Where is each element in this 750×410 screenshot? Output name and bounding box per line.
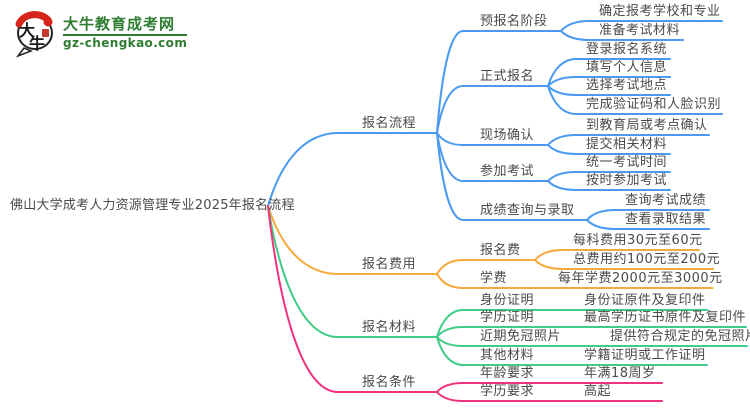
connector-line	[436, 132, 464, 221]
connector-line	[267, 205, 339, 275]
connector-line	[267, 132, 339, 207]
subtopic-label: 学费	[480, 271, 508, 286]
subtopic-label: 预报名阶段	[480, 14, 548, 29]
detail-label: 年满18周岁	[584, 366, 656, 381]
connector-line	[547, 180, 577, 191]
connector-line	[436, 132, 464, 146]
subtopic-label: 年龄要求	[480, 366, 535, 381]
detail-label: 总费用约100元至200元	[573, 252, 721, 267]
connector-line	[547, 58, 577, 87]
connector-line	[436, 132, 464, 182]
detail-label: 学籍证明或工作证明	[584, 348, 706, 363]
logo-seal	[42, 29, 49, 37]
logo-badge-char-top: 大	[19, 21, 35, 40]
connector-line	[436, 336, 464, 366]
detail-label: 身份证原件及复印件	[584, 293, 706, 308]
connector-line	[547, 85, 577, 115]
connector-line	[534, 259, 564, 270]
subtopic-label: 现场确认	[480, 128, 535, 143]
detail-label: 提供符合规定的免冠照片	[610, 329, 750, 344]
connector-line	[436, 30, 464, 134]
site-domain: gz-chengkao.com	[63, 36, 188, 50]
branch-topic-label: 报名费用	[362, 257, 417, 272]
connector-line	[436, 391, 464, 402]
subtopic-label: 正式报名	[480, 69, 535, 84]
subtopic-label: 报名费	[480, 243, 521, 258]
connector-line	[436, 259, 464, 275]
branch-topic-label: 报名流程	[362, 116, 417, 131]
connector-line	[436, 336, 464, 347]
detail-label: 确定报考学校和专业	[599, 4, 721, 19]
subtopic-label: 学历证明	[480, 310, 535, 325]
detail-label: 高起	[584, 384, 612, 399]
detail-label: 到教育局或考点确认	[586, 118, 708, 133]
detail-label: 填写个人信息	[586, 60, 668, 75]
detail-label: 每科费用30元至60元	[573, 233, 703, 248]
logo-divider	[63, 34, 188, 36]
detail-label: 准备考试材料	[599, 23, 681, 38]
subtopic-label: 成绩查询与录取	[480, 203, 575, 218]
logo-bubble-tail	[15, 47, 33, 58]
detail-label: 最高学历证书原件及复印件	[584, 310, 747, 325]
connector-line	[436, 309, 464, 338]
logo-badge-char-bottom: 牛	[29, 34, 45, 53]
logo-red-cap-dot	[43, 17, 53, 27]
detail-label: 查看录取结果	[625, 212, 707, 227]
detail-label: 提交相关材料	[586, 137, 668, 152]
subtopic-label: 身份证明	[480, 293, 535, 308]
connector-line	[547, 134, 577, 146]
detail-label: 完成验证码和人脸识别	[586, 97, 722, 112]
site-logo[interactable]: 大 牛 大牛教育成考网 gz-chengkao.com	[12, 8, 188, 58]
connector-line	[560, 30, 590, 41]
site-name: 大牛教育成考网	[63, 15, 176, 33]
connector-line	[547, 171, 577, 182]
connector-line	[534, 249, 564, 261]
branch-topic-label: 报名材料	[362, 320, 417, 335]
detail-label: 登录报名系统	[586, 42, 668, 57]
connector-line	[267, 205, 339, 338]
connector-line	[547, 85, 577, 96]
connector-line	[436, 273, 464, 289]
detail-label: 按时参加考试	[586, 173, 668, 188]
logo-red-cap	[15, 11, 52, 28]
subtopic-label: 其他材料	[480, 348, 535, 363]
connector-line	[267, 205, 339, 393]
detail-label: 选择考试地点	[586, 78, 668, 93]
connector-line	[436, 326, 464, 338]
subtopic-label: 学历要求	[480, 384, 535, 399]
connector-line	[547, 144, 577, 155]
subtopic-label: 参加考试	[480, 164, 535, 179]
connector-line	[436, 85, 464, 134]
logo-text-block: 大牛教育成考网 gz-chengkao.com	[63, 15, 188, 50]
branch-topic-label: 报名条件	[362, 375, 417, 390]
connector-line	[586, 219, 616, 230]
connector-line	[547, 76, 577, 87]
mindmap-root-topic: 佛山大学成考人力资源管理专业2025年报名流程	[10, 198, 295, 213]
detail-label: 统一考试时间	[586, 155, 668, 170]
connector-line	[560, 20, 590, 32]
connector-line	[586, 209, 616, 221]
detail-label: 查询考试成绩	[625, 193, 707, 208]
connector-line	[436, 382, 464, 393]
logo-bubble-icon: 大 牛	[15, 11, 53, 58]
detail-label: 每年学费2000元至3000元	[558, 271, 723, 286]
subtopic-label: 近期免冠照片	[480, 329, 562, 344]
